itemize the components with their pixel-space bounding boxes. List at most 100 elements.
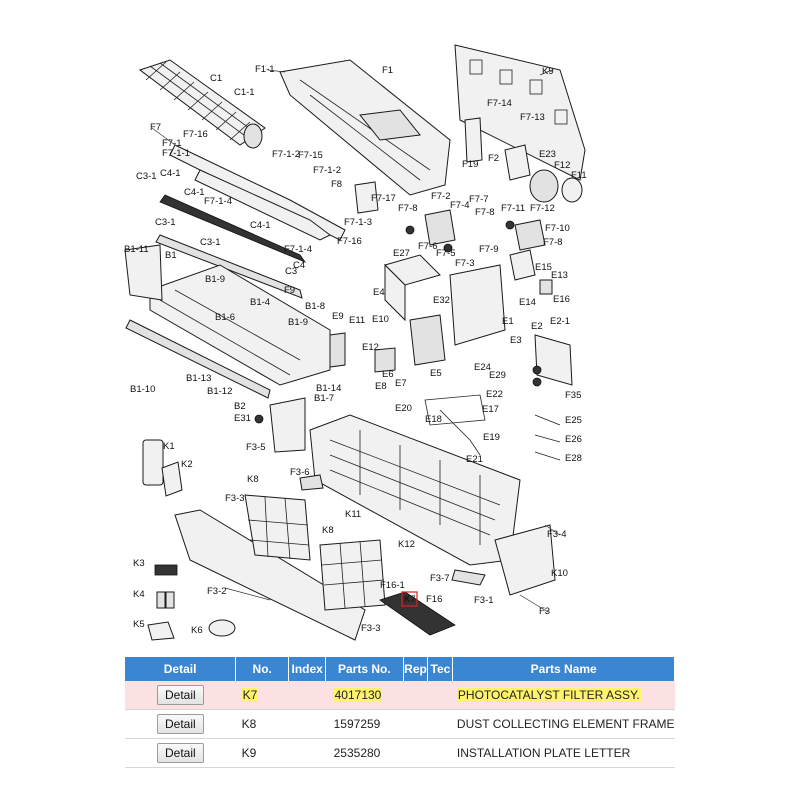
header-detail: Detail xyxy=(125,657,237,681)
parts-table: Detail No. Index Parts No. Rep Tec Parts… xyxy=(125,657,675,768)
label-E3: E3 xyxy=(510,335,522,346)
label-E11: E11 xyxy=(349,315,365,326)
diagram-labels: F1-1 F1 K9 C1 C1-1 F7 F7-16 F7-1 F7-1-1 … xyxy=(124,64,587,636)
header-parts-no: Parts No. xyxy=(325,657,404,681)
detail-button[interactable]: Detail xyxy=(156,743,204,763)
label-F7-16: F7-16 xyxy=(183,129,208,140)
rep-cell xyxy=(403,709,428,739)
label-E19: E19 xyxy=(483,432,500,443)
label-F7-15: F7-15 xyxy=(298,150,323,161)
label-E23: E23 xyxy=(539,149,556,160)
part-no: K9 xyxy=(235,738,289,768)
label-E7: E7 xyxy=(395,378,407,389)
label-C4-1-c: C4-1 xyxy=(250,220,271,231)
label-B1-4: B1-4 xyxy=(250,297,270,308)
front-grille-drawing xyxy=(279,59,451,196)
index-cell xyxy=(288,709,326,739)
label-K3: K3 xyxy=(133,558,145,569)
table-row: Detail K8 1597259 DUST COLLECTING ELEMEN… xyxy=(125,709,675,739)
label-F3-2: F3-2 xyxy=(207,586,227,597)
label-F3: F3 xyxy=(539,606,550,617)
label-F8: F8 xyxy=(331,179,342,190)
label-E25: E25 xyxy=(565,415,582,426)
label-B1-9-b: B1-9 xyxy=(288,317,308,328)
label-B1-7: B1-7 xyxy=(314,393,334,404)
label-F7-3: F7-3 xyxy=(455,258,475,269)
label-F12: F12 xyxy=(554,160,570,171)
label-F7-2: F7-2 xyxy=(431,191,451,202)
label-F7-8-b: F7-8 xyxy=(475,207,495,218)
part-no: K7 xyxy=(241,688,259,702)
parts-no-cell: 4017130 xyxy=(325,681,404,710)
tec-cell xyxy=(427,681,453,710)
header-tec: Tec xyxy=(427,657,454,681)
label-F7-8: F7-8 xyxy=(398,203,418,214)
detail-button[interactable]: Detail xyxy=(156,685,204,705)
parts-name: INSTALLATION PLATE LETTER xyxy=(452,738,675,768)
label-F7-11: F7-11 xyxy=(501,203,525,214)
label-F9: F9 xyxy=(284,285,295,296)
label-E2: E2 xyxy=(531,321,543,332)
label-K4: K4 xyxy=(133,589,145,600)
label-E4: E4 xyxy=(373,287,385,298)
label-E9: E9 xyxy=(332,311,344,322)
label-F7-7: F7-7 xyxy=(469,194,489,205)
tec-cell xyxy=(427,709,453,739)
label-F7-1-1: F7-1-1 xyxy=(162,148,190,159)
table-row: Detail K9 2535280 INSTALLATION PLATE LET… xyxy=(125,738,675,768)
label-E6: E6 xyxy=(382,369,394,380)
crossflow-fan-drawing xyxy=(138,59,266,149)
label-F2: F2 xyxy=(488,153,499,164)
cabinet-drawing xyxy=(124,244,331,399)
label-C3: C3 xyxy=(285,266,297,277)
parts-table-header: Detail No. Index Parts No. Rep Tec Parts… xyxy=(125,657,675,681)
label-F7-1-4-b: F7-1-4 xyxy=(284,244,312,255)
tec-cell xyxy=(427,738,453,768)
label-B1-14: B1-14 xyxy=(316,383,341,394)
label-F7-17: F7-17 xyxy=(371,193,396,204)
label-F7-14: F7-14 xyxy=(487,98,512,109)
label-B2: B2 xyxy=(234,401,246,412)
label-F3-5: F3-5 xyxy=(246,442,266,453)
label-B1: B1 xyxy=(165,250,177,261)
label-K6: K6 xyxy=(191,625,203,636)
parts-name: PHOTOCATALYST FILTER ASSY. xyxy=(456,688,641,702)
header-parts-name: Parts Name xyxy=(452,657,675,681)
label-E17: E17 xyxy=(482,404,499,415)
label-F35: F35 xyxy=(565,390,581,401)
label-E24: E24 xyxy=(474,362,491,373)
label-E18: E18 xyxy=(425,414,442,425)
label-C3-1-b: C3-1 xyxy=(155,217,176,228)
label-C3-1: C3-1 xyxy=(136,171,157,182)
label-F16: F16 xyxy=(426,594,442,605)
rep-cell xyxy=(403,738,428,768)
detail-cell: Detail xyxy=(125,709,236,739)
label-E8: E8 xyxy=(375,381,387,392)
installation-plate-drawing xyxy=(454,44,586,181)
label-F3-4: F3-4 xyxy=(547,529,567,540)
label-E1: E1 xyxy=(502,316,514,327)
detail-button[interactable]: Detail xyxy=(156,714,204,734)
header-index: Index xyxy=(288,657,327,681)
label-B1-10: B1-10 xyxy=(130,384,155,395)
label-E26: E26 xyxy=(565,434,582,445)
label-F11: F11 xyxy=(571,170,587,181)
label-F7-1-2: F7-1-2 xyxy=(272,149,300,160)
label-C4-1: C4-1 xyxy=(160,168,181,179)
no-cell: K7 xyxy=(235,681,289,710)
label-F7-13: F7-13 xyxy=(520,112,545,123)
parts-name: DUST COLLECTING ELEMENT FRAME xyxy=(452,709,675,739)
header-rep: Rep xyxy=(403,657,429,681)
k7-callout-box xyxy=(401,591,418,607)
table-row: Detail K7 4017130 PHOTOCATALYST FILTER A… xyxy=(125,681,675,710)
label-F1-1: F1-1 xyxy=(255,64,275,75)
label-F3-3-b: F3-3 xyxy=(361,623,381,634)
label-K9: K9 xyxy=(542,66,554,77)
exploded-parts-diagram: F1-1 F1 K9 C1 C1-1 F7 F7-16 F7-1 F7-1-1 … xyxy=(124,44,587,641)
label-F7-1-2-b: F7-1-2 xyxy=(313,165,341,176)
label-B1-9: B1-9 xyxy=(205,274,225,285)
label-C4: C4 xyxy=(293,260,305,271)
label-E2-1: E2-1 xyxy=(550,316,570,327)
index-cell xyxy=(288,681,326,710)
label-K12: K12 xyxy=(398,539,415,550)
